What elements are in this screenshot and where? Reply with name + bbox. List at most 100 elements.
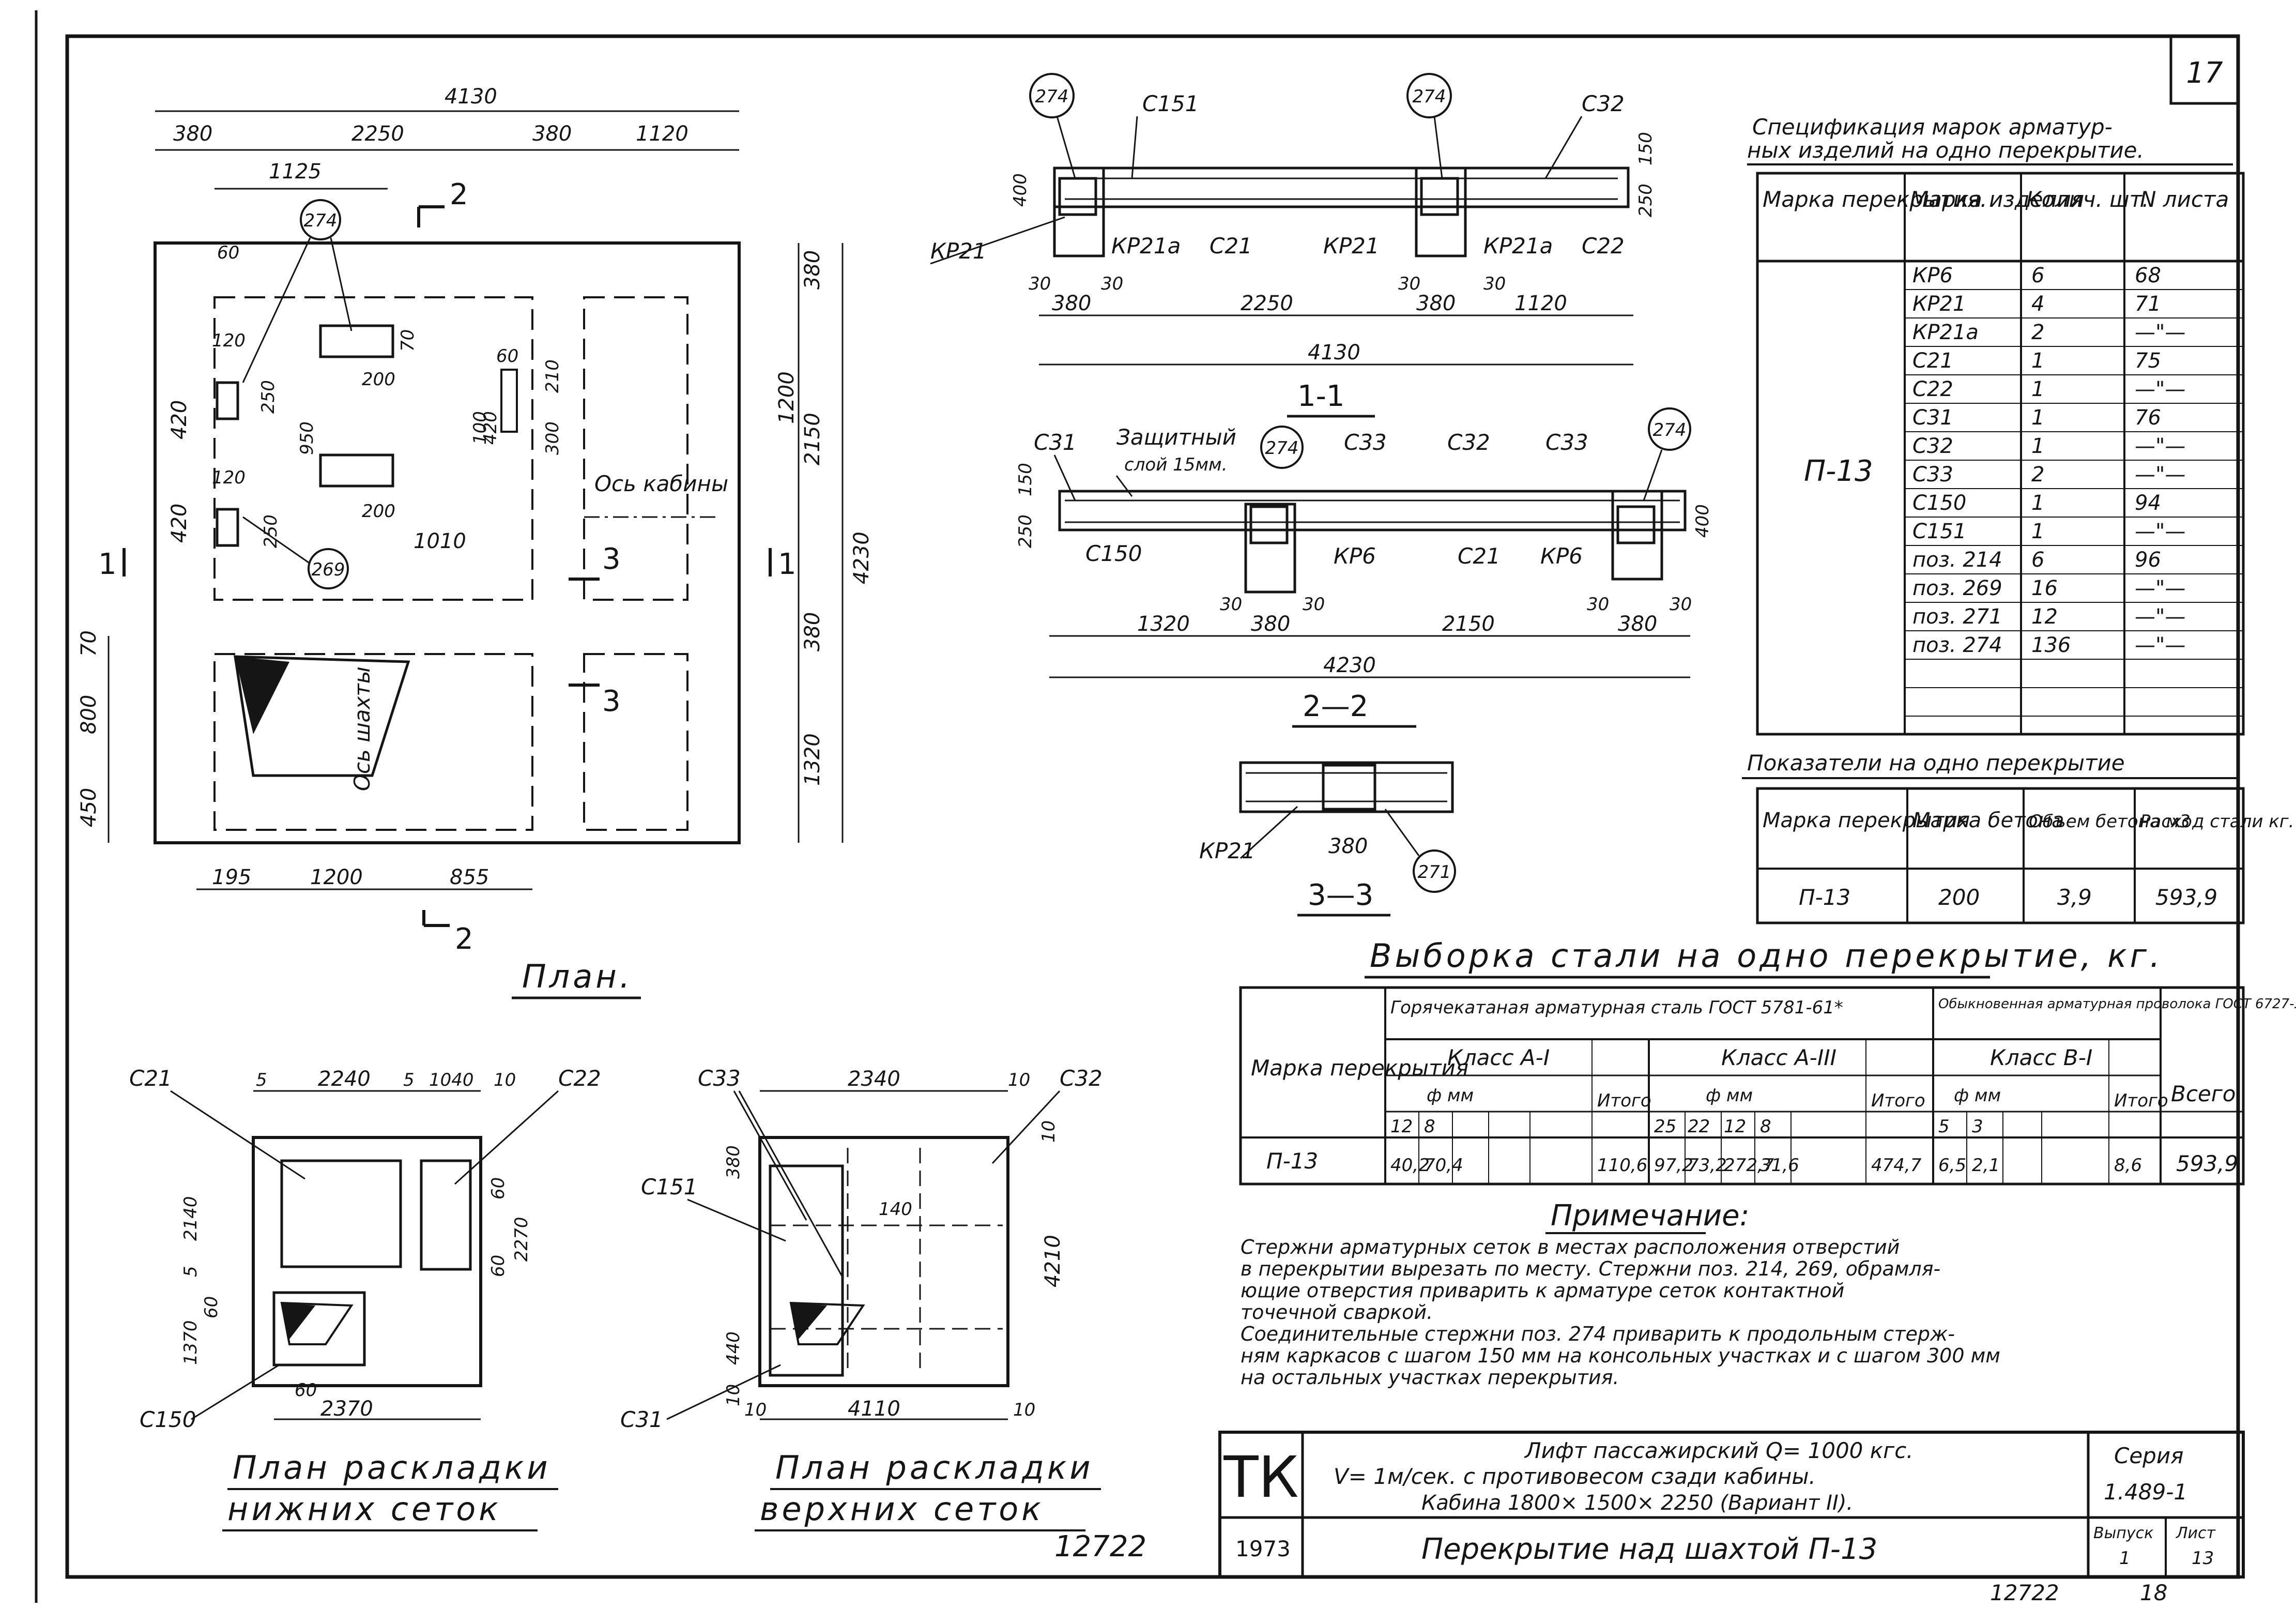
spec-cell: —"— (2135, 520, 2185, 543)
s1-label-kp21a-b: КР21а (1483, 233, 1553, 259)
s3-callout-271-label: 271 (1418, 862, 1451, 883)
steel-h-vsego: Всего (2171, 1081, 2236, 1106)
plan-dashed-cell-1 (213, 296, 533, 601)
lm-opening-hatch (282, 1303, 315, 1339)
stamp-frame (1218, 1431, 2245, 1579)
s2-label-c32: С32 (1447, 430, 1490, 455)
um-opening-hatch (791, 1303, 827, 1339)
s2-label-c31: С31 (1034, 430, 1077, 455)
plan-dim-l800: 800 (77, 695, 101, 734)
um-leader-c33a (733, 1090, 807, 1221)
spec-cell: 1 (2031, 406, 2044, 430)
um-label-c31: С31 (620, 1407, 663, 1432)
s2-label-kp6b: КР6 (1540, 543, 1583, 569)
steel-cell: 73,2 (1688, 1155, 1727, 1176)
steel-h-phi-a1: ф мм (1427, 1085, 1474, 1106)
lm-outline (252, 1136, 482, 1387)
steel-cell: 97,2 (1654, 1155, 1693, 1176)
plan-dim-l420b: 420 (167, 504, 191, 543)
plan-dim-i200a: 200 (362, 369, 395, 390)
steel-cell: 8 (1760, 1116, 1771, 1137)
steel-h-itogo-a1: Итого (1597, 1090, 1651, 1111)
plan-dim-1120: 1120 (636, 122, 688, 146)
steel-h-itogo-b1: Итого (2114, 1090, 2168, 1111)
um-dim-4110: 4110 (848, 1397, 900, 1421)
ind-v-steel: 593,9 (2155, 885, 2217, 910)
sheet-number: 17 (2186, 56, 2223, 90)
spec-h-mark-item: Марка изделия (1910, 187, 2084, 212)
um-dim-10b: 10 (1038, 1120, 1059, 1143)
s1-dim-30a: 30 (1029, 274, 1051, 294)
s1-label-kp21a: КР21а (1111, 233, 1181, 259)
lm-opening (280, 1301, 354, 1345)
steel-h-b1: Класс В-I (1990, 1045, 2092, 1070)
plan-view: Ось кабины Ось шахты 4130 380 2250 380 1… (77, 85, 874, 999)
section-mark-3-bottom: 3 (602, 685, 621, 718)
spec-cell: —"— (2135, 434, 2185, 458)
spec-cell: 76 (2135, 406, 2161, 430)
stamp-series-label: Серия (2114, 1443, 2183, 1468)
spec-cell: 71 (2135, 292, 2161, 316)
steel-frame (1239, 986, 2245, 1186)
s2-leader-c31 (1053, 454, 1076, 501)
lm-dim-60b: 60 (488, 1255, 509, 1277)
ind-h-mark-floor: Марка перекрытия (1763, 809, 1970, 832)
um-dim-10d: 10 (744, 1400, 767, 1420)
s2-dim-380b: 380 (1618, 612, 1657, 636)
note-line: Соединительные стержни поз. 274 приварит… (1241, 1323, 1955, 1345)
s2-dim-30c: 30 (1587, 594, 1609, 615)
s2-dim-30a: 30 (1220, 594, 1242, 615)
ind-v-concrete: 200 (1938, 885, 1980, 910)
steel-h-a3: Класс А-III (1721, 1045, 1836, 1070)
s2-dim-30d: 30 (1670, 594, 1692, 615)
plan-callout-274 (300, 199, 341, 240)
spec-table-frame (1756, 172, 2245, 736)
s3-label-kp21: КР21 (1199, 838, 1256, 863)
s3-callout-271 (1413, 849, 1456, 893)
spec-cell: 6 (2031, 264, 2044, 287)
s1-leader-kp21 (930, 216, 1065, 265)
spec-cell: С33 (1912, 463, 1953, 487)
plan-insert-2 (319, 453, 394, 488)
plan-shaft-label: Ось шахты (349, 666, 375, 791)
plan-dim-380b: 380 (532, 122, 572, 146)
stamp-sheet-title: Перекрытие над шахтой П-13 (1421, 1532, 1877, 1566)
stamp-issue-value: 1 (2119, 1548, 2131, 1569)
plan-callout-269-label: 269 (312, 559, 345, 580)
um-leader-c32 (991, 1090, 1061, 1164)
s1-dim-380b: 380 (1416, 292, 1456, 315)
plan-dim-i420: 420 (480, 411, 501, 445)
steel-b1-total: 8,6 (2114, 1155, 2142, 1176)
lm-dim-1040: 1040 (429, 1070, 474, 1090)
s2-callout-274a (1260, 426, 1304, 469)
steel-cell: 12 (1724, 1116, 1746, 1137)
lm-dim-2240: 2240 (318, 1067, 371, 1091)
spec-cell: 94 (2135, 491, 2161, 515)
s2-label-c150: С150 (1085, 541, 1142, 566)
plan-dim-r380: 380 (801, 250, 824, 290)
steel-row-mark: П-13 (1266, 1148, 1318, 1174)
s2-label-kp6a: КР6 (1334, 543, 1376, 569)
lm-leader-c21 (170, 1090, 305, 1180)
s1-dim-30b: 30 (1101, 274, 1123, 294)
s2-label-c33a: С33 (1344, 430, 1387, 455)
s2-dim-2150: 2150 (1442, 612, 1495, 636)
section-mark-1-right: 1 (778, 548, 797, 581)
plan-dim-4130: 4130 (445, 85, 497, 109)
s2-label-c33b: С33 (1545, 430, 1588, 455)
steel-h-group2: Обыкновенная арматурная проволока ГОСТ 6… (1938, 996, 2296, 1012)
steel-table: Выборка стали на одно перекрытие, кг. Ма… (1239, 937, 2296, 1186)
spec-cell: 4 (2031, 292, 2044, 316)
steel-cell: 70,4 (1424, 1155, 1463, 1176)
spec-cell: поз. 271 (1912, 605, 2002, 629)
um-title-2: верхних сеток (760, 1490, 1044, 1528)
lm-dim-2370: 2370 (320, 1397, 373, 1421)
spec-cell: 75 (2135, 349, 2161, 373)
ind-h-volume: Объем бетона м3 (2029, 811, 2191, 832)
spec-table: Спецификация марок арматур- ных изделий … (1747, 114, 2245, 736)
s1-dim-150: 150 (1635, 132, 1656, 165)
plan-insert-5 (500, 369, 518, 433)
spec-cell: С32 (1912, 434, 1953, 458)
plan-dim-i120a: 120 (212, 330, 246, 351)
s1-slab (1053, 166, 1630, 208)
